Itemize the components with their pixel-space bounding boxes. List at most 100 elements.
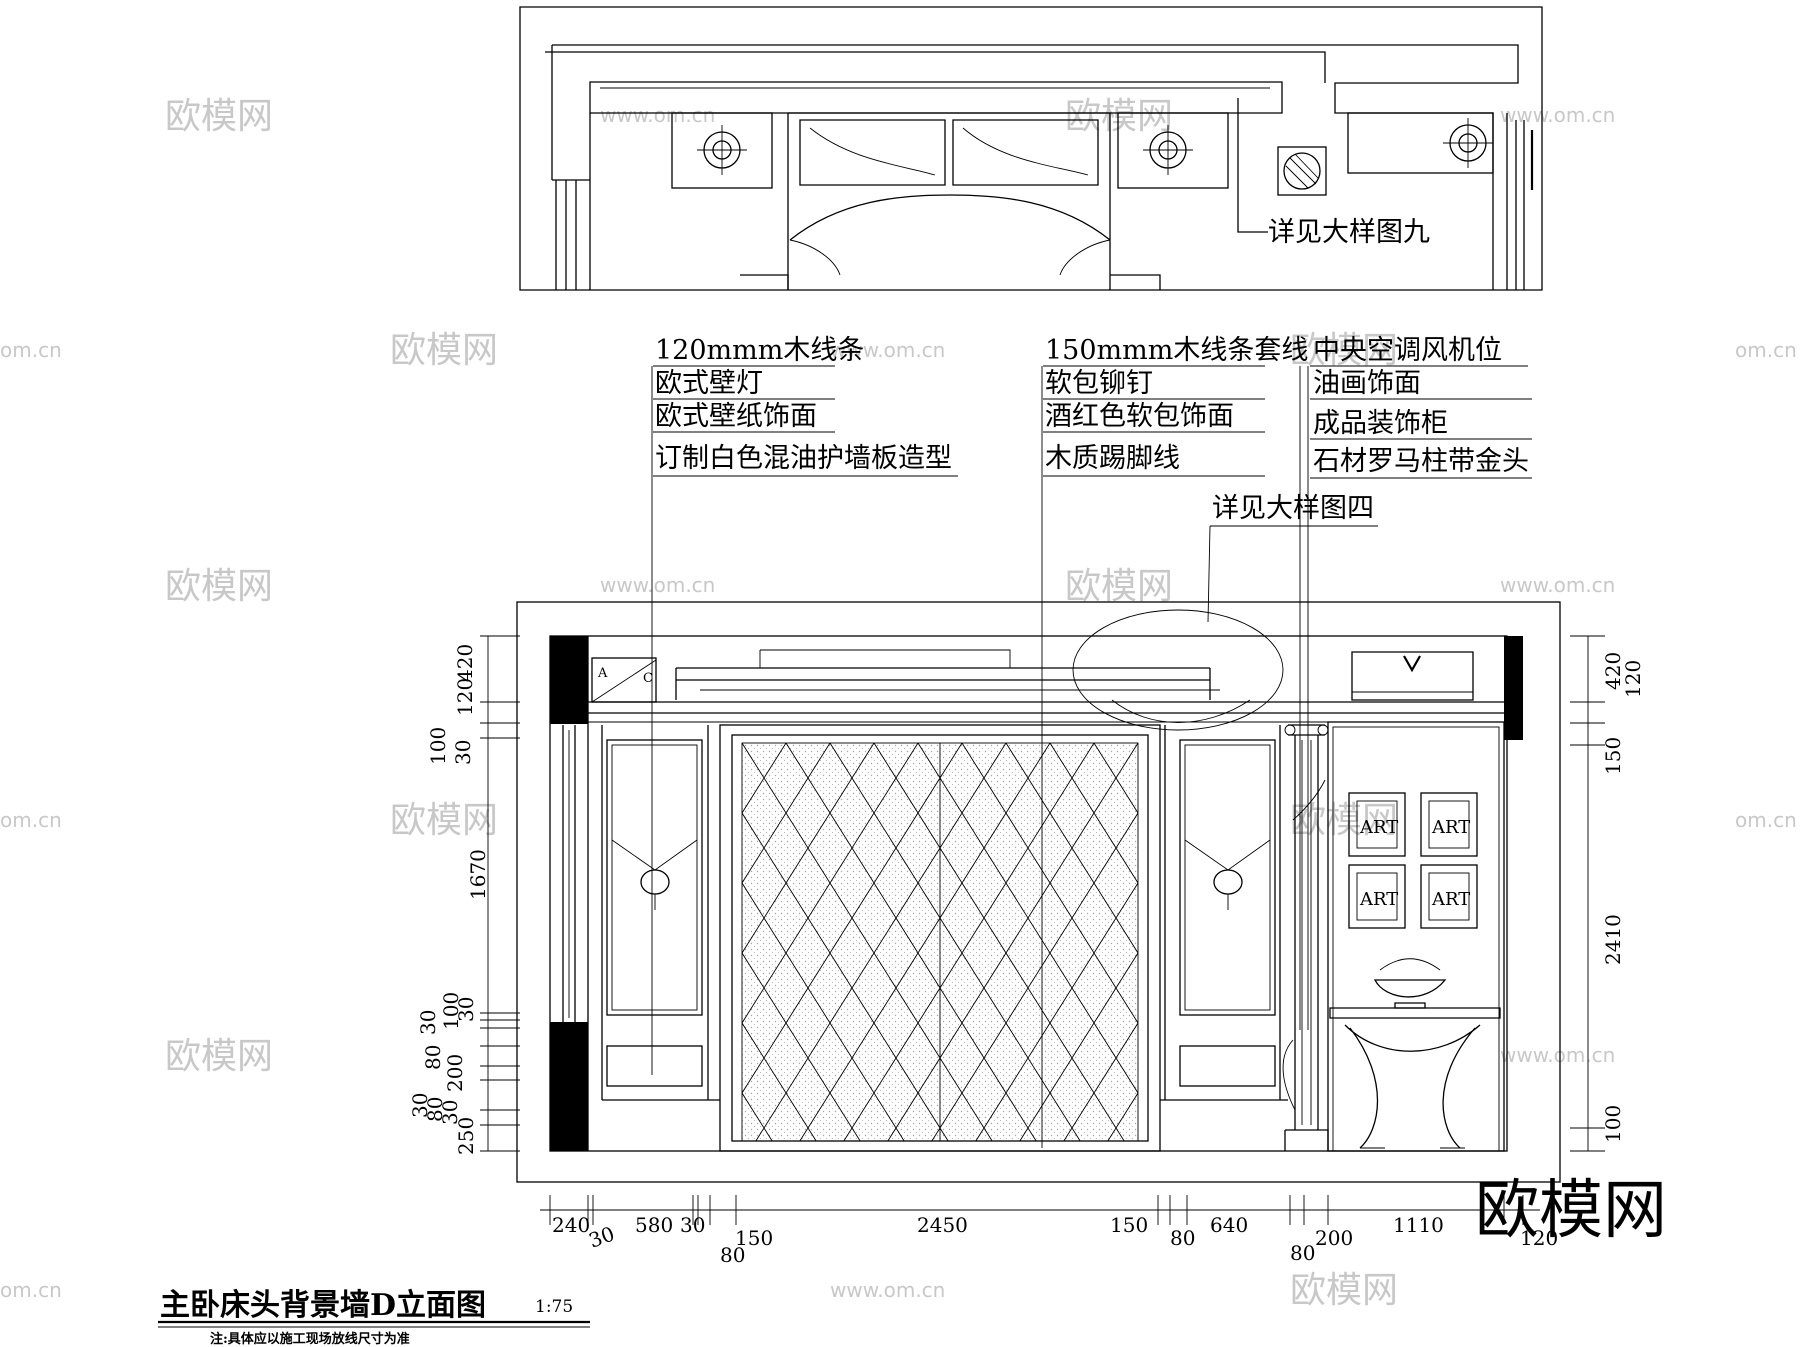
quilt-line: [140, 743, 390, 1141]
detail-callout: 详见大样图四: [1072, 493, 1378, 731]
dimension-label: 80: [1170, 1226, 1195, 1250]
ceiling-cornice: A C: [588, 649, 1507, 723]
wall-section: [1504, 636, 1523, 740]
watermark-brand: 欧模网: [165, 566, 273, 607]
quilt-line: [1019, 952, 1138, 1141]
dimension-label: 120: [453, 678, 477, 716]
detail-callout-label: 详见大样图四: [1212, 493, 1374, 524]
roman-column: [1284, 724, 1329, 1151]
dimension-label: 80: [720, 1243, 745, 1267]
callout-label: 酒红色软包饰面: [1045, 401, 1234, 432]
plan-view: 详见大样图九: [519, 6, 1543, 291]
scale-text: 1:75: [535, 1297, 573, 1317]
watermark-layer: 欧模网 欧模网 欧模网 欧模网 欧模网 欧模网 欧模网 欧模网 欧模网 欧模网 …: [0, 96, 1797, 1311]
dimension-label: 30: [416, 1010, 440, 1035]
quilt-line: [1005, 743, 1138, 954]
quilt-line: [742, 743, 831, 884]
quilt-line: [829, 743, 1081, 1141]
dims-left: 420 120 100 30 1670 30 100 30 80 200 30 …: [408, 644, 490, 1155]
callout-label: 中央空调风机位: [1313, 335, 1502, 366]
callout-label: 木质踢脚线: [1045, 443, 1180, 474]
dimension-label: 30: [680, 1213, 705, 1237]
quilt-line: [1622, 743, 1800, 1141]
door-swing: [1282, 779, 1326, 1111]
dimension-label: 30: [438, 1100, 462, 1125]
quilt-line: [1093, 743, 1138, 814]
quilt-line: [52, 743, 302, 1141]
detail-circle: [1072, 609, 1284, 731]
dimension-label: 1670: [466, 849, 490, 900]
watermark-url: www.om.cn: [600, 103, 715, 127]
watermark-brand: 欧模网: [165, 96, 273, 137]
brand-logo: 欧模网: [1475, 1174, 1667, 1248]
quilt-line: [975, 882, 1138, 1141]
watermark-brand: 欧模网: [1065, 566, 1173, 607]
callout-label: 订制白色混油护墙板造型: [655, 443, 952, 474]
quilt-line: [742, 743, 919, 1024]
plan-callout: 详见大样图九: [1268, 217, 1430, 248]
dimension-label: 30: [454, 997, 478, 1022]
callout-label: 欧式壁纸饰面: [655, 401, 817, 432]
quilt-line: [742, 743, 875, 954]
quilt-line: [755, 743, 1007, 1141]
dimension-label: 420: [1601, 652, 1625, 690]
quilt-line: [742, 812, 949, 1141]
watermark-url: www.om.cn: [1500, 103, 1615, 127]
quilt-line: [917, 743, 1138, 1094]
quilt-line: [742, 743, 743, 744]
quilt-line: [887, 743, 1138, 1141]
drawing-title: 主卧床头背景墙D立面图 1:75 注:具体应以施工现场放线尺寸为准: [158, 1288, 590, 1347]
dimension-label: 1110: [1393, 1213, 1444, 1237]
callout-label: 欧式壁灯: [655, 368, 763, 399]
dimension-lines: [480, 635, 1605, 1225]
quilt-line: [1446, 743, 1696, 1141]
watermark-url: www.om.cn: [830, 338, 945, 362]
bedside-table: [671, 112, 773, 189]
quilt-line: [742, 1022, 817, 1141]
watermark-url: om.cn: [0, 338, 62, 362]
callout-label: 成品装饰柜: [1313, 408, 1448, 439]
watermark-url: om.cn: [0, 1278, 62, 1302]
panel-label: C: [643, 671, 653, 686]
dimension-label: 150: [1110, 1213, 1148, 1237]
art-frame-group: ART ART ART ART: [1348, 792, 1478, 929]
quilt-line: [742, 952, 861, 1141]
dimension-label: 420: [453, 644, 477, 682]
quilt-line: [931, 812, 1138, 1141]
quilt-line: [742, 882, 905, 1141]
watermark-url: om.cn: [0, 808, 62, 832]
dimension-label: 640: [1210, 1213, 1248, 1237]
dims-bottom: 240 30 580 30 80 150 2450 150 80 640 80 …: [552, 1213, 1558, 1267]
dimension-label: 240: [552, 1213, 590, 1237]
dimension-label: 30: [451, 740, 475, 765]
quilt-line: [961, 743, 1138, 1024]
watermark-brand: 欧模网: [1290, 1270, 1398, 1311]
callout-label: 150mmm木线条套线: [1045, 335, 1308, 366]
quilt-line: [1372, 743, 1622, 1141]
watermark-brand: 欧模网: [390, 330, 498, 371]
dimension-label: 30: [586, 1221, 618, 1252]
dimension-label: 580: [635, 1213, 673, 1237]
art-label: ART: [1359, 817, 1398, 838]
dimension-label: 30: [408, 1093, 432, 1118]
wall-section: [550, 1022, 588, 1151]
watermark-url: www.om.cn: [830, 1278, 945, 1302]
quilt-line: [1049, 743, 1138, 884]
dimension-label: 120: [1520, 1226, 1558, 1250]
dimension-label: 2410: [1601, 914, 1625, 965]
dimension-label: 120: [1621, 660, 1645, 698]
quilt-line: [742, 743, 787, 814]
callout-label: 石材罗马柱带金头: [1313, 446, 1529, 477]
quilt-line: [843, 743, 1095, 1141]
dimension-label: 100: [439, 992, 463, 1030]
quilt-line: [742, 743, 993, 1141]
quilt-line: [742, 743, 963, 1094]
dimension-label: 2450: [917, 1213, 968, 1237]
watermark-url: www.om.cn: [600, 573, 715, 597]
dimension-label: 100: [426, 727, 450, 765]
art-label: ART: [1431, 889, 1470, 910]
dimension-label: 200: [1315, 1226, 1353, 1250]
title-text: 主卧床头背景墙D立面图: [160, 1288, 486, 1323]
headboard-panel: [52, 724, 1800, 1152]
